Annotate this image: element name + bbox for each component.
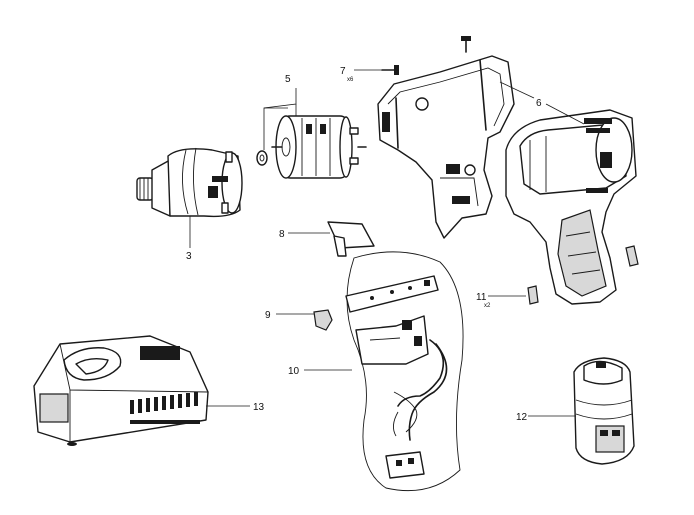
part-13-charger xyxy=(33,335,209,446)
leader-6 xyxy=(499,81,535,99)
part-10-electronics-assembly xyxy=(345,251,464,492)
label-9: 9 xyxy=(265,310,271,321)
label-11-qty: x2 xyxy=(484,303,491,309)
part-6-housing-left-half xyxy=(377,55,515,239)
part-3-gear-housing xyxy=(136,147,243,218)
label-10: 10 xyxy=(288,366,300,377)
part-12-battery-pack xyxy=(573,357,635,465)
label-11: 11 xyxy=(476,292,487,303)
leader-5 xyxy=(263,88,297,150)
label-7-qty: x6 xyxy=(347,77,354,83)
part-11-clips xyxy=(527,245,639,305)
part-7-screws xyxy=(381,36,471,75)
part-8-bracket xyxy=(327,221,375,257)
label-12: 12 xyxy=(516,412,528,423)
part-9-clip xyxy=(313,309,333,331)
label-8: 8 xyxy=(279,229,285,240)
label-6: 6 xyxy=(536,98,542,109)
label-13: 13 xyxy=(253,402,265,413)
label-5: 5 xyxy=(285,74,291,85)
part-5-motor xyxy=(256,115,367,179)
part-6-housing-right-half xyxy=(505,109,637,305)
charger-vent-slots xyxy=(130,346,200,424)
label-7: 7 xyxy=(340,66,346,77)
label-3: 3 xyxy=(186,251,192,262)
